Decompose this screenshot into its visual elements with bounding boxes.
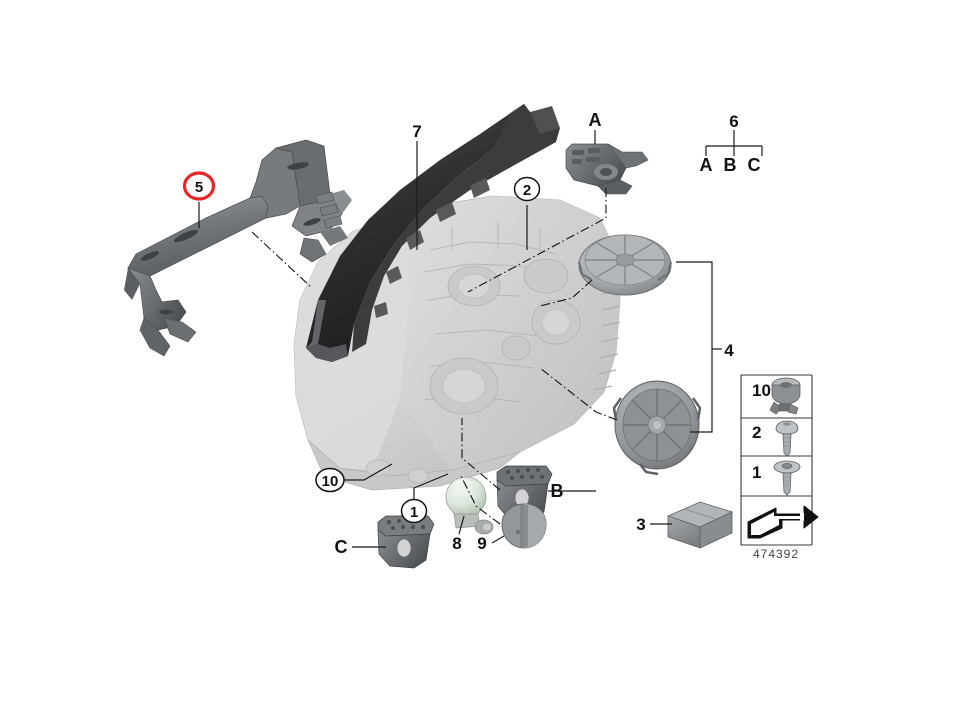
legend-label-2: 2 bbox=[752, 423, 761, 442]
legend-row-2: 2 bbox=[752, 420, 799, 457]
part-cover-cap-lower bbox=[612, 380, 702, 476]
screw-round-head-icon bbox=[775, 420, 799, 457]
diagram-id-text: 474392 bbox=[753, 547, 799, 561]
callout-7-label: 7 bbox=[412, 122, 421, 141]
part-mounting-bracket bbox=[124, 139, 352, 357]
callout-10-label: 10 bbox=[322, 473, 339, 490]
callout-A-label: A bbox=[589, 110, 602, 130]
callout-8-label: 8 bbox=[452, 534, 461, 553]
part-bulb-holder-c bbox=[377, 515, 435, 569]
callout-5-label: 5 bbox=[195, 179, 203, 196]
callout-5[interactable]: 5 bbox=[182, 171, 216, 201]
direction-arrow-icon bbox=[747, 505, 819, 539]
callout-6-A-label: A bbox=[700, 155, 713, 175]
legend-label-10: 10 bbox=[752, 381, 771, 400]
callout-6-label: 6 bbox=[729, 112, 738, 131]
legend-row-10: 10 bbox=[752, 377, 801, 415]
callout-B-label: B bbox=[551, 481, 564, 501]
callout-6-B-label: B bbox=[724, 155, 737, 175]
part-cover-cap-upper bbox=[578, 234, 672, 296]
callout-3-label: 3 bbox=[636, 515, 645, 534]
legend-row-1: 1 bbox=[752, 460, 801, 496]
screw-washer-icon bbox=[773, 460, 801, 496]
callout-6-C-label: C bbox=[748, 155, 761, 175]
part-bulb-holder-a bbox=[565, 143, 649, 195]
callout-4-label: 4 bbox=[724, 341, 734, 360]
callout-2-label: 2 bbox=[523, 182, 531, 199]
callout-9-label: 9 bbox=[477, 534, 486, 553]
callout-1-label: 1 bbox=[410, 504, 418, 521]
legend-row-arrow bbox=[747, 505, 819, 539]
socket-connector-icon bbox=[769, 377, 801, 415]
callout-1[interactable]: 1 bbox=[400, 498, 428, 524]
part-upper-trim-strip bbox=[306, 104, 560, 362]
part-control-unit-block bbox=[666, 501, 734, 549]
legend-label-1: 1 bbox=[752, 463, 761, 482]
callout-2[interactable]: 2 bbox=[513, 176, 541, 202]
callout-C-label: C bbox=[335, 537, 348, 557]
leader-lines bbox=[198, 130, 763, 548]
callout-10[interactable]: 10 bbox=[315, 467, 345, 493]
part-sealing-cap bbox=[501, 503, 547, 549]
part-bulb bbox=[445, 476, 494, 535]
legend-table: 10 2 1 bbox=[740, 374, 819, 561]
